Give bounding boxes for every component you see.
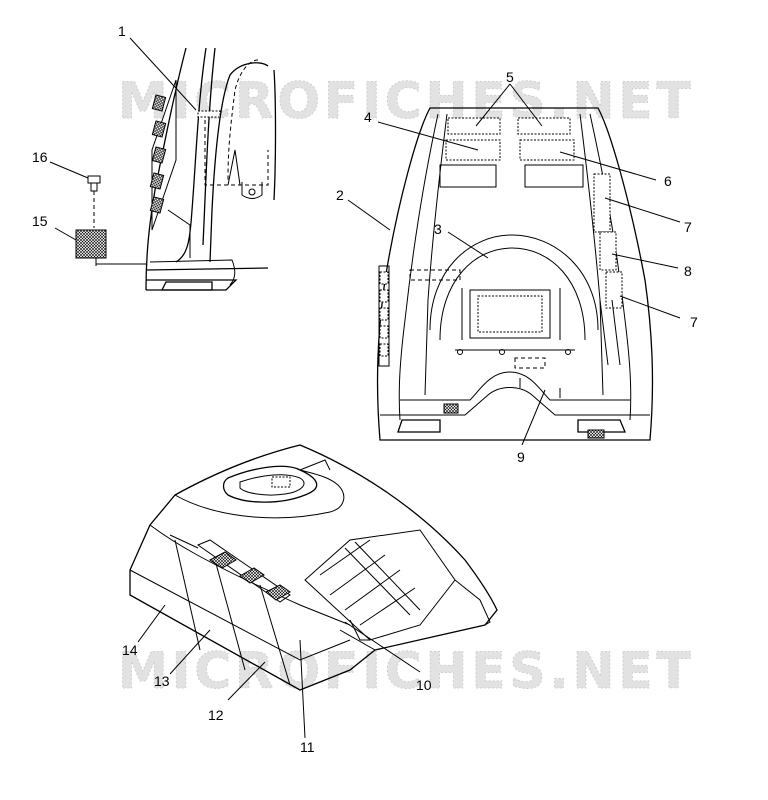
callout-2: 2 [336,187,344,203]
callout-9: 9 [517,449,525,465]
top-view [376,107,654,441]
callout-15: 15 [32,213,48,229]
callout-7b: 7 [690,314,698,330]
callout-14: 14 [122,642,138,658]
callout-10: 10 [416,677,432,693]
callout-4: 4 [364,109,372,125]
leader-lines [49,37,681,739]
callout-8: 8 [684,263,692,279]
callout-1: 1 [118,23,126,39]
callout-3: 3 [434,221,442,237]
watermark-top: MICROFICHES.NET [118,72,695,130]
callout-5: 5 [506,69,514,85]
callout-7a: 7 [684,219,692,235]
callout-11: 11 [300,739,315,755]
callout-12: 12 [208,707,224,723]
callout-labels: 1 2 3 4 5 6 7 8 7 9 10 11 12 13 14 15 16 [32,23,698,755]
side-view [75,47,277,291]
callout-13: 13 [154,673,170,689]
watermark-bottom: MICROFICHES.NET [118,642,695,700]
callout-16: 16 [32,149,48,165]
callout-6: 6 [664,173,672,189]
iso-view [129,444,498,691]
